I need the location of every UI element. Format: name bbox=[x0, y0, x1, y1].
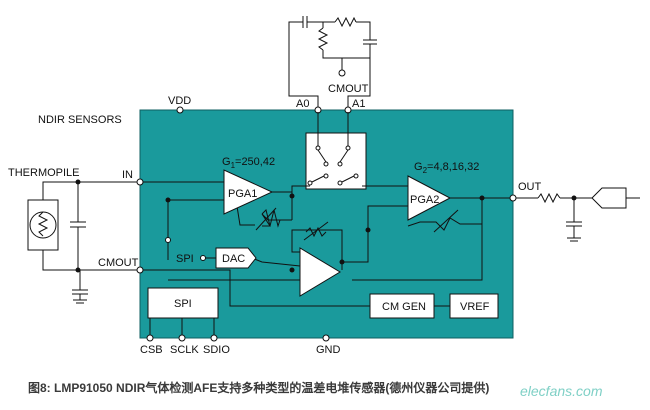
csb-pin bbox=[146, 334, 154, 342]
thermopile-label: THERMOPILE bbox=[8, 167, 80, 179]
in-label: IN bbox=[122, 169, 133, 181]
g1-label: G1=250,42 bbox=[222, 156, 275, 170]
spi-input-label: SPI bbox=[176, 253, 194, 265]
thermopile-sensor bbox=[27, 181, 138, 304]
pga2-label: PGA2 bbox=[410, 194, 439, 206]
in-pin-left bbox=[75, 179, 81, 185]
cm-gen-label: CM GEN bbox=[382, 301, 426, 313]
out-label: OUT bbox=[518, 181, 542, 193]
top-rc-network bbox=[288, 16, 377, 110]
vdd-label: VDD bbox=[168, 95, 191, 107]
gnd-pin bbox=[322, 334, 330, 342]
figure-caption: 图8: LMP91050 NDIR气体检测AFE支持多种类型的温差电堆传感器(德… bbox=[28, 380, 489, 395]
nodes bbox=[165, 193, 485, 273]
cmout-top-label: CMOUT bbox=[328, 83, 369, 95]
out-pin bbox=[509, 194, 517, 202]
sdio-label: SDIO bbox=[203, 344, 230, 356]
spi-block-label: SPI bbox=[174, 298, 192, 310]
switch-contacts bbox=[311, 112, 355, 183]
vref-block bbox=[449, 293, 499, 319]
dac-block bbox=[215, 247, 257, 269]
vdd-pin bbox=[176, 106, 184, 114]
feedback-resistor-1 bbox=[255, 207, 281, 231]
spi-input-pin bbox=[200, 255, 206, 261]
in-pin bbox=[136, 178, 144, 186]
a0-label: A0 bbox=[296, 98, 309, 110]
pga1-amplifier bbox=[223, 169, 274, 215]
vref-label: VREF bbox=[460, 301, 490, 313]
pga2-amplifier bbox=[407, 175, 452, 221]
sclk-label: SCLK bbox=[170, 344, 199, 356]
feedback-resistor-3 bbox=[303, 221, 329, 241]
sclk-pin bbox=[178, 334, 186, 342]
cmout-node bbox=[75, 267, 81, 273]
cmout-top-pin bbox=[338, 69, 346, 77]
gnd-label: GND bbox=[316, 344, 341, 356]
cm-gen-block bbox=[369, 293, 435, 319]
cmout-pin bbox=[136, 266, 144, 274]
pga1-label: PGA1 bbox=[228, 188, 257, 200]
a1-label: A1 bbox=[352, 98, 365, 110]
watermark: elecfans.com bbox=[520, 383, 603, 399]
switch-dots bbox=[307, 145, 359, 186]
ndir-sensors-label: NDIR SENSORS bbox=[38, 114, 122, 126]
offset-amplifier bbox=[299, 247, 341, 297]
cmout-left-label: CMOUT bbox=[98, 257, 139, 269]
internal-wiring bbox=[143, 181, 538, 307]
dac-label: DAC bbox=[222, 253, 245, 265]
output-filter bbox=[537, 187, 640, 242]
feedback-resistor-2 bbox=[433, 209, 459, 233]
spi-gain-pin-1 bbox=[165, 237, 171, 243]
filter-node bbox=[571, 195, 577, 201]
sdio-pin bbox=[210, 334, 218, 342]
spi-block bbox=[147, 287, 219, 319]
g2-label: G2=4,8,16,32 bbox=[414, 161, 479, 175]
csb-label: CSB bbox=[140, 344, 163, 356]
